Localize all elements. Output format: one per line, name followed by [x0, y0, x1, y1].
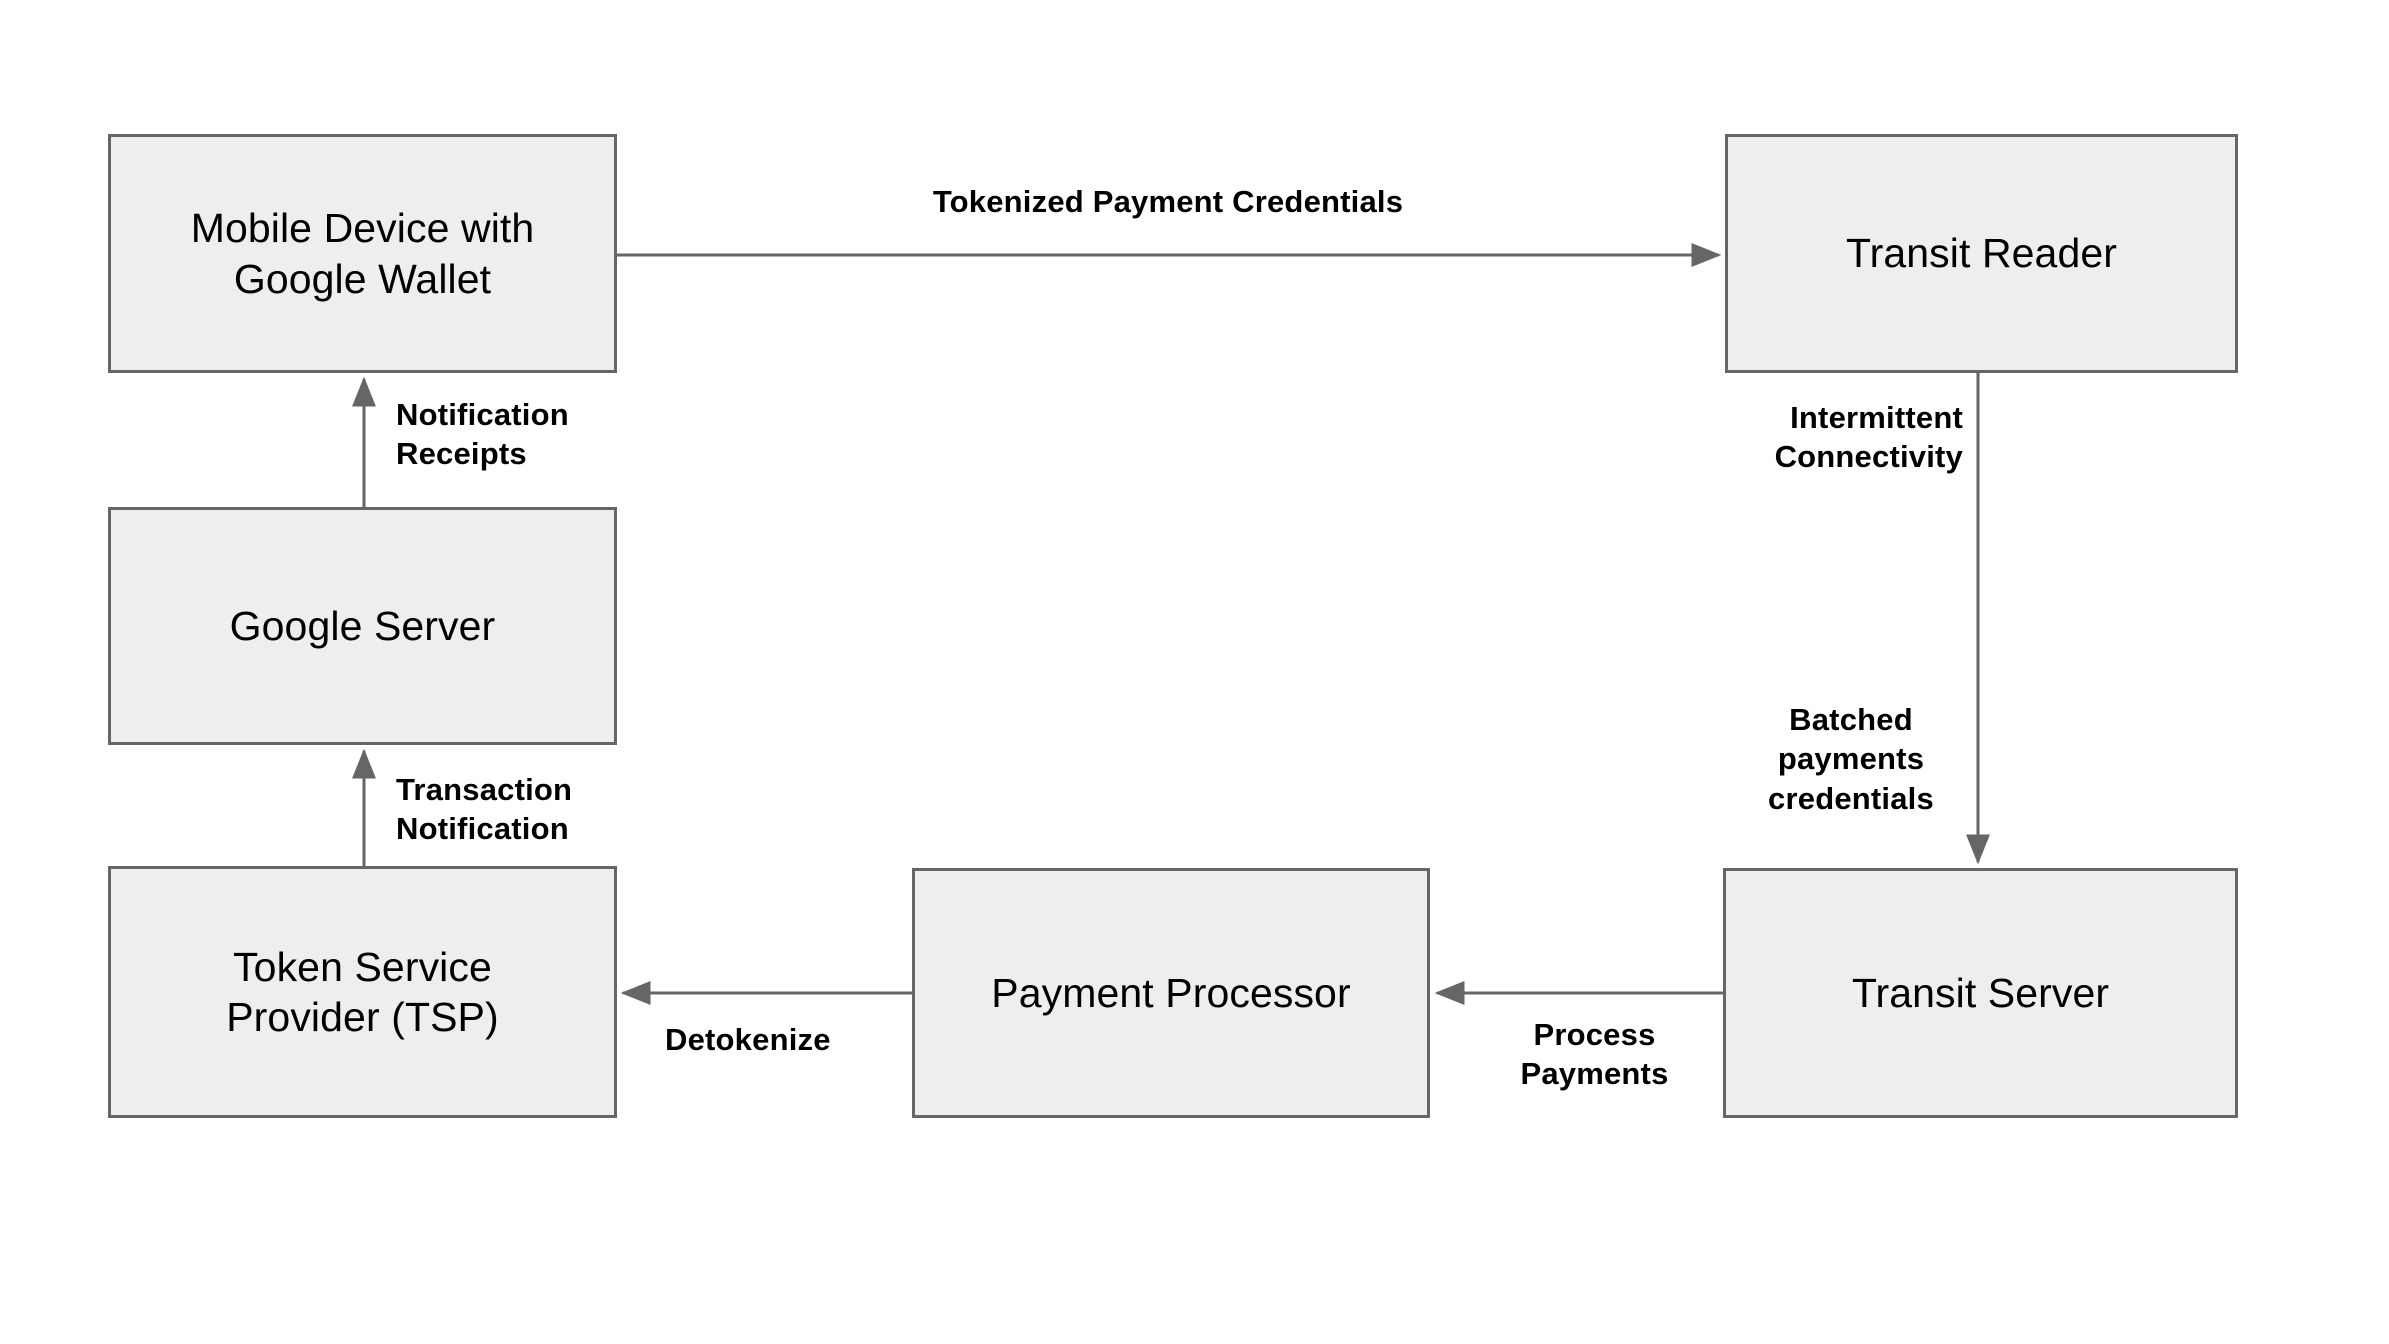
node-transit-reader[interactable]: Transit Reader [1725, 134, 2238, 373]
edge-label-detokenize: Detokenize [665, 1022, 831, 1057]
edge-label-process-payments: Process Payments [1520, 1017, 1669, 1092]
node-google-server[interactable]: Google Server [108, 507, 617, 745]
edge-label-intermittent-connectivity: Intermittent Connectivity [1774, 400, 1963, 475]
edge-label-transaction-notification: Transaction Notification [396, 772, 573, 847]
edge-label-tokenized-payment-credentials: Tokenized Payment Credentials [932, 184, 1404, 219]
node-payment-processor[interactable]: Payment Processor [912, 868, 1430, 1118]
node-token-service-provider[interactable]: Token Service Provider (TSP) [108, 866, 617, 1118]
edge-label-batched-payments-credentials: Batched payments credentials [1768, 702, 1934, 816]
node-mobile-device[interactable]: Mobile Device with Google Wallet [108, 134, 617, 373]
node-transit-server[interactable]: Transit Server [1723, 868, 2238, 1118]
edge-label-notification-receipts: Notification Receipts [396, 397, 569, 472]
